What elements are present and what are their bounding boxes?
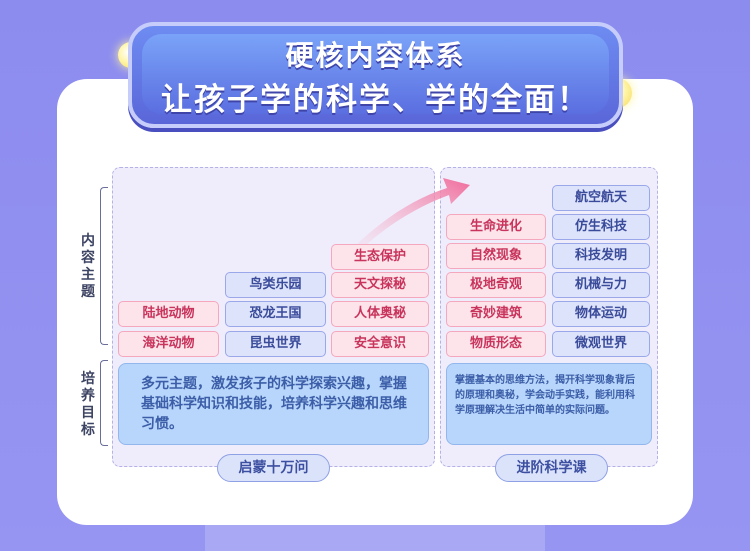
tag-dinosaur-kingdom: 恐龙王国 [225, 301, 326, 327]
content-brace [100, 187, 108, 345]
tag-architecture: 奇妙建筑 [446, 301, 546, 327]
goal-brace [100, 360, 108, 446]
tag-eco-protection: 生态保护 [331, 244, 429, 270]
tag-machines-force: 机械与力 [552, 272, 650, 298]
tag-micro-world: 微观世界 [552, 331, 650, 357]
tag-motion: 物体运动 [552, 301, 650, 327]
tag-life-evolution: 生命进化 [446, 214, 546, 240]
title-banner [128, 22, 623, 128]
banner-title: 硬核内容体系 [285, 39, 466, 72]
tag-safety: 安全意识 [331, 331, 429, 357]
course-pill-enlightenment[interactable]: 启蒙十万问 [217, 454, 330, 482]
tag-human-body: 人体奥秘 [331, 301, 429, 327]
banner-inner [142, 34, 609, 114]
tag-aerospace: 航空航天 [552, 185, 650, 211]
tag-matter-states: 物质形态 [446, 331, 546, 357]
banner-subtitle: 让孩子学的科学、学的全面！ [161, 82, 590, 118]
tag-land-animals: 陆地动物 [118, 301, 219, 327]
training-goal-label: 培养目标 [81, 371, 95, 438]
tag-bionics: 仿生科技 [552, 214, 650, 240]
tag-bird-park: 鸟类乐园 [225, 272, 326, 298]
tag-insect-world: 昆虫世界 [225, 331, 326, 357]
goal-advanced: 掌握基本的思维方法，揭开科学现象背后的原理和奥秘，学会动手实践，能利用科学原理解… [446, 363, 652, 445]
course-pill-advanced[interactable]: 进阶科学课 [495, 454, 608, 482]
tag-natural-phenomena: 自然现象 [446, 243, 546, 269]
tag-astronomy: 天文探秘 [331, 272, 429, 298]
arrow-icon [357, 178, 470, 246]
goal-enlightenment: 多元主题，激发孩子的科学探索兴趣，掌握基础科学知识和技能，培养科学兴趣和思维习惯… [118, 363, 429, 445]
tag-invention: 科技发明 [552, 243, 650, 269]
tag-polar-wonders: 极地奇观 [446, 272, 546, 298]
content-theme-label: 内容主题 [81, 233, 95, 300]
tag-ocean-animals: 海洋动物 [118, 331, 219, 357]
